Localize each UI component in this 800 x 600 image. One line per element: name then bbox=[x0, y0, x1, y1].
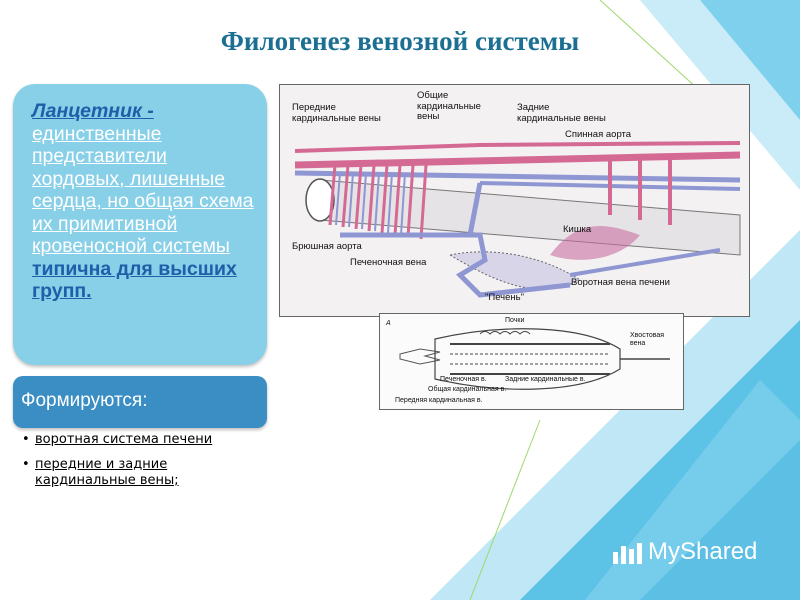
label-ventral-aorta: Брюшная аорта bbox=[292, 241, 362, 252]
label-kidneys: Почки bbox=[505, 317, 525, 324]
watermark-text: MyShared bbox=[648, 538, 758, 565]
label-hepatic-portal-vein: Воротная вена печени bbox=[571, 277, 670, 288]
formed-header: Формируются: bbox=[13, 376, 267, 428]
label-caudal-vein: Хвостовая вена bbox=[630, 332, 665, 347]
card-dash: - bbox=[141, 100, 154, 122]
schematic-drawing bbox=[380, 314, 683, 409]
bullet-text: передние и задние кардинальные вены; bbox=[35, 457, 179, 488]
label-hepatic-v: Печеночная в. bbox=[440, 376, 487, 383]
label-anterior-cardinal: Передние кардинальные вены bbox=[292, 102, 381, 124]
label-posterior-cardinal-v: Задние кардинальные в. bbox=[505, 376, 586, 383]
card-bold: типична для высших групп. bbox=[32, 257, 237, 303]
page-title: Филогенез венозной системы bbox=[220, 26, 580, 56]
label-intestine: Кишка bbox=[563, 224, 592, 235]
formed-header-label: Формируются: bbox=[21, 390, 148, 411]
label-hepatic-vein: Печеночная вена bbox=[350, 257, 427, 268]
card-body: единственные представители хордовых, лиш… bbox=[32, 122, 254, 258]
card-text: Ланцетник - единственные представители х… bbox=[32, 100, 264, 303]
bullet-text: воротная система печени bbox=[35, 432, 213, 447]
label-common-cardinal: Общие кардинальные вены bbox=[417, 90, 481, 122]
card-lead: Ланцетник bbox=[32, 100, 142, 122]
circulation-drawing bbox=[280, 85, 749, 316]
label-anterior-cardinal-v: Передняя кардинальная в. bbox=[395, 397, 483, 404]
lancelet-card: Ланцетник - единственные представители х… bbox=[13, 84, 267, 365]
bullet-item: • передние и задние кардинальные вены; bbox=[22, 457, 272, 489]
lancelet-schematic-figure: А Почки Хвостовая вена Печеночная в. Зад… bbox=[379, 313, 684, 410]
label-liver: "Печень" bbox=[485, 292, 524, 303]
label-common-cardinal-v: Общая кардинальная в. bbox=[428, 386, 507, 393]
bullet-list: • воротная система печени • передние и з… bbox=[22, 432, 272, 498]
label-a: А bbox=[386, 320, 391, 327]
bullet-item: • воротная система печени bbox=[22, 432, 272, 448]
label-posterior-cardinal: Задние кардинальные вены bbox=[517, 102, 606, 124]
bullet-dot: • bbox=[22, 457, 30, 472]
lancelet-circulation-figure: Передние кардинальные вены Общие кардина… bbox=[279, 84, 750, 317]
bullet-dot: • bbox=[22, 432, 30, 447]
myshared-logo-icon bbox=[613, 543, 642, 564]
label-dorsal-aorta: Спинная аорта bbox=[565, 129, 632, 140]
